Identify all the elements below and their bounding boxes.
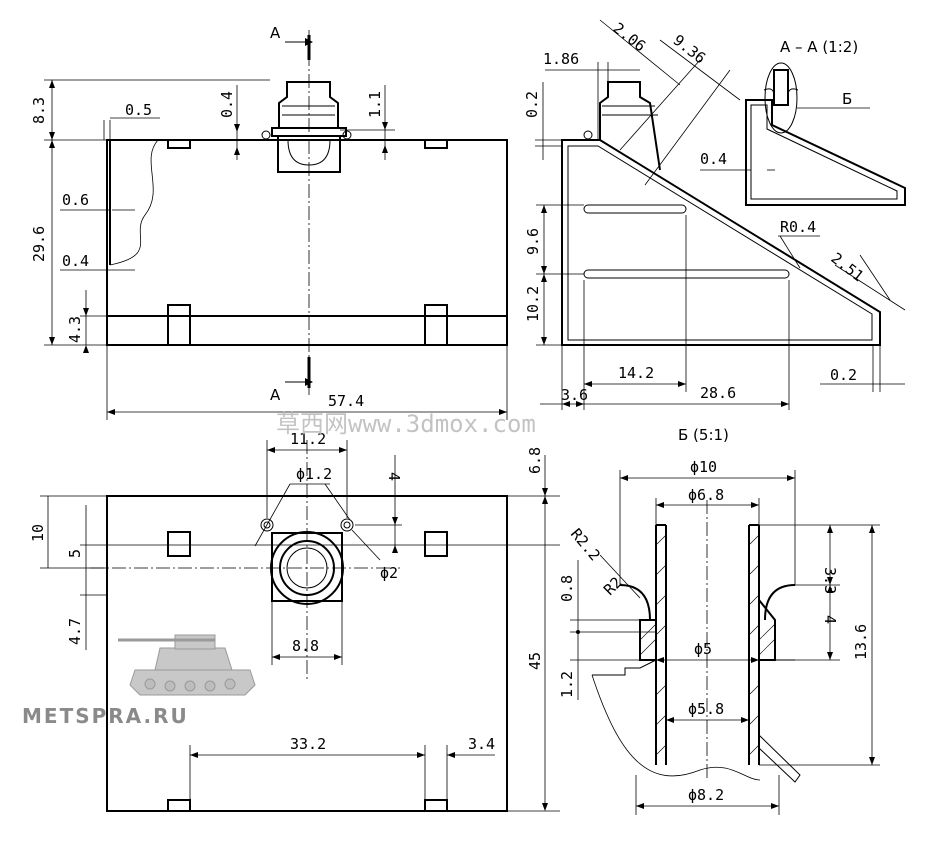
section-title: A – A (1:2) xyxy=(780,38,858,56)
dim-r-outer: R2.2 xyxy=(567,525,604,564)
dim-foot-width: 3.4 xyxy=(468,735,495,753)
tank-icon xyxy=(118,634,256,696)
dim-foot-spacing: 33.2 xyxy=(290,735,326,753)
dim-inner-low: ϕ5.8 xyxy=(688,700,724,718)
dim-inner: 0.6 xyxy=(62,191,89,209)
dim-outer-top: ϕ10 xyxy=(690,458,717,476)
dim-hole-spacing: 11.2 xyxy=(290,430,326,448)
dim-top-offset: 8.3 xyxy=(30,97,48,124)
dim-outer-low: ϕ8.2 xyxy=(688,786,724,804)
detail-title: Б (5:1) xyxy=(678,426,729,444)
dim-boss-dia: ϕ2 xyxy=(380,564,398,582)
brand-watermark: METSPRA.RU xyxy=(22,704,189,728)
dim-h-mid: 4 xyxy=(821,615,839,624)
dim-flange: 0.4 xyxy=(218,91,236,118)
dim-height: 29.6 xyxy=(30,226,48,262)
dim-rib-spacing: 9.6 xyxy=(524,228,542,255)
dim-width: 57.4 xyxy=(328,392,364,410)
hatch xyxy=(639,534,776,756)
dim-inner-top: ϕ6.8 xyxy=(688,486,724,504)
dim-neck: 1.1 xyxy=(366,91,384,118)
dim-plan-left-10: 10 xyxy=(29,524,47,542)
dim-rib-bottom: 10.2 xyxy=(524,286,542,322)
dim-plan-height: 45 xyxy=(526,652,544,670)
dim-bottom-height: 4.3 xyxy=(66,316,84,343)
dim-boss-width: 8.8 xyxy=(292,637,319,655)
section-mark-top: A xyxy=(270,24,281,42)
dim-side-a: 1.86 xyxy=(543,50,579,68)
dim-rib-length: 14.2 xyxy=(618,364,654,382)
dim-side-top: 0.2 xyxy=(523,91,541,118)
section-a-a: A – A (1:2) Б 0.4 xyxy=(700,38,906,206)
front-view: A A 8.3 29.6 4.3 0.5 0.6 0.4 xyxy=(30,24,508,420)
dim-slope: 2.51 xyxy=(828,249,868,285)
dim-bore: ϕ5 xyxy=(694,640,712,658)
dim-gap: 0.8 xyxy=(558,575,576,602)
dim-bottom-wall: 0.4 xyxy=(62,252,89,270)
dim-side-b: 2.06 xyxy=(610,19,650,55)
dim-hole-offset: 4 xyxy=(385,472,403,481)
plan-view: 11.2 ϕ1.2 4 ϕ2 6.8 45 10 5 4.7 xyxy=(29,430,560,812)
watermarks: 草西网www.3dmox.com METSPRA.RU xyxy=(22,410,536,728)
dim-lower: 1.2 xyxy=(558,671,576,698)
detail-callout: Б xyxy=(842,90,852,108)
section-mark-bottom: A xyxy=(270,386,281,404)
dim-plan-left-5: 5 xyxy=(66,549,84,558)
dim-h-top: 3.3 xyxy=(821,567,839,594)
site-watermark: 草西网www.3dmox.com xyxy=(276,410,536,438)
side-view: 1.86 2.06 9.36 0.2 9.6 10.2 R0.4 2.51 xyxy=(523,19,906,410)
dim-plan-top: 6.8 xyxy=(526,447,544,474)
dim-plan-left-4-7: 4.7 xyxy=(66,618,84,645)
dim-total: 13.6 xyxy=(852,624,870,660)
dim-r-inner: R2 xyxy=(600,573,626,599)
dim-side-left: 3.6 xyxy=(561,386,588,404)
dim-radius: R0.4 xyxy=(780,218,816,236)
dim-section-wall: 0.4 xyxy=(700,150,727,168)
dim-wall: 0.5 xyxy=(125,101,152,119)
dim-hole-dia: ϕ1.2 xyxy=(296,465,332,483)
detail-b: Б (5:1) xyxy=(558,426,880,815)
dim-side-tip: 0.2 xyxy=(830,366,857,384)
dim-side-base: 28.6 xyxy=(700,384,736,402)
